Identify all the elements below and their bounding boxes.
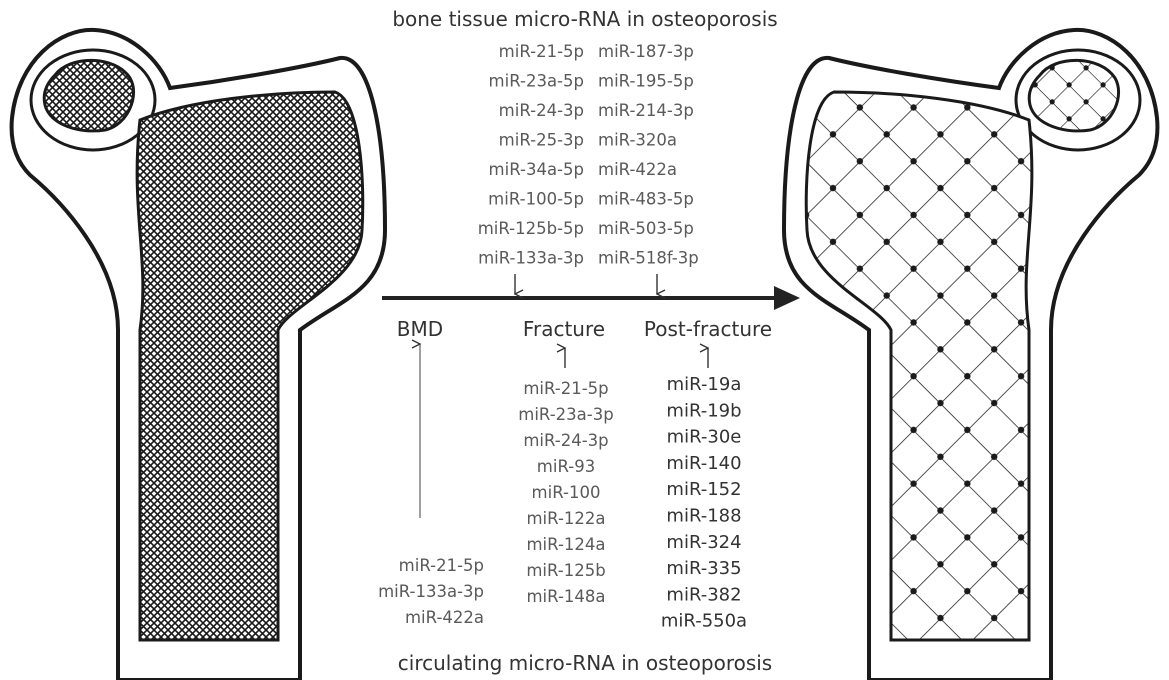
mirna-label: miR-140 [666,453,741,474]
mirna-label: miR-518f-3p [598,249,699,268]
mirna-label: miR-382 [666,584,741,605]
mirna-label: miR-133a-3p [478,249,584,268]
mirna-label: miR-25-3p [499,131,584,150]
tissue-mirna-list-left: miR-21-5p miR-23a-5p miR-24-3p miR-25-3p miR… [478,42,584,268]
mirna-label: miR-125b-5p [478,219,584,238]
stage-label-bmd: BMD [397,317,443,341]
mirna-label: miR-122a [526,509,605,528]
mirna-label: miR-19a [667,374,742,395]
mirna-label: miR-195-5p [598,72,694,91]
mirna-label: miR-24-3p [523,431,608,450]
mirna-label: miR-34a-5p [489,160,584,179]
mirna-label: miR-93 [537,457,595,476]
mirna-label: miR-148a [526,587,605,606]
circulating-mirna-list-bmd: miR-21-5p miR-133a-3p miR-422a [378,556,484,627]
mirna-label: miR-100 [532,483,601,502]
tissue-mirna-list-right: miR-187-3p miR-195-5p miR-214-3p miR-320a mi… [598,42,699,268]
mirna-label: miR-24-3p [499,101,584,120]
mirna-label: miR-100-5p [488,190,584,209]
stage-label-post-fracture: Post-fracture [644,317,772,341]
healthy-femur-illustration [12,30,385,680]
mirna-label: miR-133a-3p [378,582,484,601]
mirna-label: miR-21-5p [523,379,608,398]
circulating-mirna-list-fracture: miR-21-5p miR-23a-3p miR-24-3p miR-93 miR-10… [518,379,613,606]
mirna-label: miR-422a [405,608,484,627]
mirna-label: miR-503-5p [598,219,694,238]
mirna-label: miR-23a-3p [518,405,613,424]
mirna-label: miR-188 [666,506,741,527]
mirna-label: miR-187-3p [598,42,694,61]
mirna-label: miR-124a [526,535,605,554]
mirna-label: miR-335 [666,558,741,579]
osteoporotic-femur-illustration [784,30,1157,680]
mirna-label: miR-320a [598,131,677,150]
bottom-title: circulating micro-RNA in osteoporosis [398,651,772,675]
mirna-label: miR-125b [526,561,605,580]
progression-arrow [382,286,800,310]
top-title: bone tissue micro-RNA in osteoporosis [392,7,777,31]
mirna-label: miR-152 [666,479,741,500]
mirna-label: miR-21-5p [499,42,584,61]
mirna-label: miR-422a [598,160,677,179]
mirna-label: miR-214-3p [598,101,694,120]
mirna-label: miR-324 [666,532,741,553]
mirna-label: miR-483-5p [598,190,694,209]
mirna-label: miR-21-5p [399,556,484,575]
circulating-mirna-list-post-fracture: miR-19a miR-19b miR-30e miR-140 miR-152 miR-1… [661,374,747,632]
mirna-label: miR-30e [667,427,742,448]
mirna-label: miR-550a [661,611,747,632]
mirna-label: miR-23a-5p [489,72,584,91]
stage-label-fracture: Fracture [523,317,605,341]
mirna-label: miR-19b [666,400,741,421]
